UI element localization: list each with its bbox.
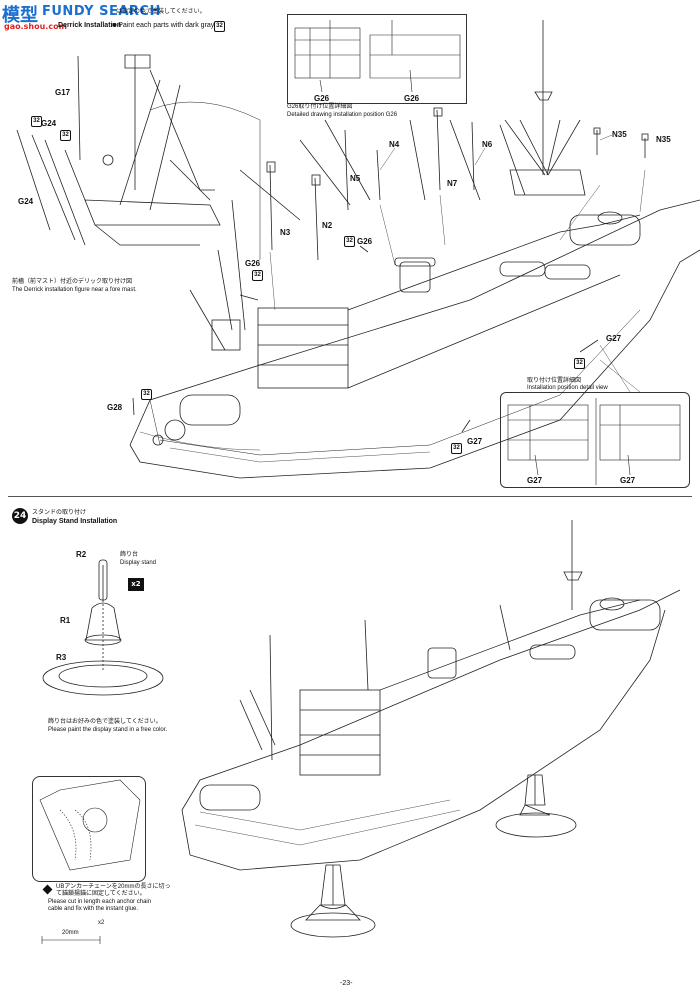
label-n3: N3 (280, 228, 291, 237)
derricks-step23 (132, 20, 649, 433)
chain-note-jp: UBアンカーチェーンを20mmの長さに切って錨鎖揚錨に固定してください。 (56, 884, 171, 897)
g26-inset-art (294, 20, 461, 93)
watermark-cn: 模型 (2, 5, 38, 26)
g26-detail-inset (287, 14, 467, 104)
label-g28: G28 (107, 403, 123, 412)
step24-number: 24 (12, 508, 28, 524)
display-stand-jp: 飾り台 (120, 552, 139, 558)
scale-label: 20mm (62, 930, 79, 936)
label-g26b: G26 (245, 259, 261, 268)
label-n7: N7 (447, 179, 458, 188)
label-g27b: G27 (467, 437, 483, 446)
label-n35a: N35 (612, 130, 627, 139)
g26-detail-jp: G26取り付け位置詳細図 (287, 104, 353, 110)
display-stand-parts (42, 559, 164, 696)
paint-stand-en: Please paint the display stand in a free… (48, 727, 168, 733)
paint-stand-jp: 飾り台はお好みの色で塗装してください。 (48, 719, 162, 725)
label-n6: N6 (482, 140, 493, 149)
label-g17: G17 (55, 88, 71, 97)
fore-mast-detail (16, 54, 261, 260)
label-g27c: G27 (527, 476, 543, 485)
step23-note-en: ■ Paint each parts with dark gray (112, 22, 215, 29)
step24-title-en: Display Stand Installation (32, 518, 118, 525)
g26-detail-en: Detailed drawing installation position G… (287, 112, 398, 118)
badge-32-a: 32 (31, 116, 42, 127)
installation-inset-art (507, 398, 681, 485)
watermark-url: gao.shou.com (4, 22, 67, 31)
anchor-chain-inset (32, 776, 146, 882)
label-g27a: G27 (606, 334, 622, 343)
anchor-chain-art (39, 779, 141, 944)
badge-32-g: 32 (141, 389, 152, 400)
badge-32-c: 32 (344, 236, 355, 247)
pos-detail-jp: 取り付け位置詳細図 (527, 378, 582, 384)
ship-hull-step24 (181, 520, 681, 871)
label-g24b: G24 (18, 197, 34, 206)
label-g26-inset2: G26 (404, 94, 420, 103)
label-r1: R1 (60, 616, 71, 625)
badge-32-f: 32 (451, 443, 462, 454)
chain-note-en-1: Please cut in length each anchor chain (48, 899, 152, 905)
step23-note-jp: は指定の色で塗装してください。 (116, 9, 206, 15)
step-divider (8, 496, 692, 497)
label-n4: N4 (389, 140, 400, 149)
label-g24a: G24 (41, 119, 57, 128)
ship-superstructure-step23 (152, 211, 641, 446)
display-stand-en: Display stand (120, 560, 157, 566)
paint-note-text: Paint each parts with dark gray (118, 22, 215, 29)
step23-title-en: Derrick Installation (58, 22, 122, 29)
label-g26-inset: G26 (314, 94, 330, 103)
label-r3: R3 (56, 653, 67, 662)
badge-32-e: 32 (574, 358, 585, 369)
chain-note-en-2: cable and fix with the instant glue. (48, 906, 139, 912)
ship-stands-step24 (290, 774, 577, 938)
fore-mast-jp: 前檣（前マスト）付近のデリック取り付け図 (12, 279, 133, 285)
label-n5: N5 (350, 174, 361, 183)
page-number: -23- (340, 980, 353, 987)
badge-32-b: 32 (60, 130, 71, 141)
label-n35b: N35 (656, 135, 671, 144)
leader-lines-step23 (269, 134, 646, 393)
label-g27d: G27 (620, 476, 636, 485)
step24-title-jp: スタンドの取り付け (32, 510, 87, 516)
ship-hull-step23 (129, 199, 700, 479)
qty-x2: x2 (128, 578, 144, 591)
label-r2: R2 (76, 550, 87, 559)
pos-detail-en: Installation position detail view (527, 385, 608, 391)
fore-mast-en: The Derrick installation figure near a f… (12, 287, 137, 293)
label-g26a: G26 (357, 237, 373, 246)
badge-32-d: 32 (252, 270, 263, 281)
paint-badge: 32 (214, 21, 225, 32)
label-n2: N2 (322, 221, 333, 230)
watermark-brand: FUNDY SEARCH (42, 4, 161, 19)
scale-qty: x2 (98, 920, 105, 926)
